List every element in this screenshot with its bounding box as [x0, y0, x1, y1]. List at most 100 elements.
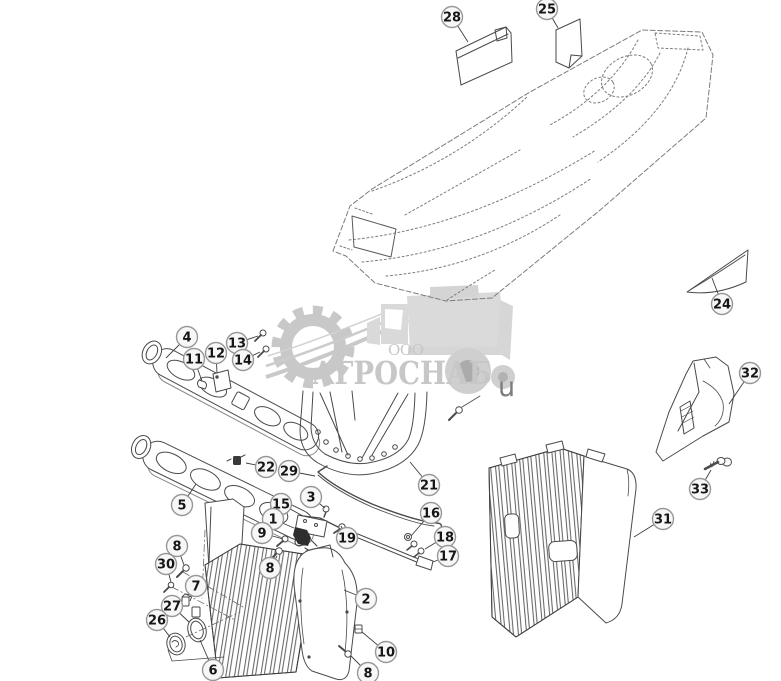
callout-circle: [374, 640, 398, 664]
clip-11: [197, 379, 207, 390]
callout-number: 17: [439, 550, 457, 565]
callout-6[interactable]: 6: [199, 639, 225, 681]
callout-24[interactable]: 24: [710, 277, 734, 316]
callout-circle: [154, 552, 178, 576]
callout-9[interactable]: 9: [250, 521, 284, 545]
screw-8-bottom: [338, 645, 352, 658]
callout-circle: [231, 348, 255, 372]
callout-number: 8: [172, 540, 181, 555]
callout-7[interactable]: 7: [184, 574, 208, 602]
callout-12[interactable]: 12: [204, 341, 228, 374]
callout-17[interactable]: 17: [432, 544, 460, 568]
callout-number: 1: [268, 513, 277, 528]
callout-circle: [182, 347, 206, 371]
callout-number: 12: [207, 347, 225, 362]
hood-drawing: [332, 29, 714, 302]
callout-circle: [651, 507, 675, 531]
callout-8[interactable]: 8: [258, 555, 282, 580]
callout-number: 7: [191, 580, 200, 595]
plate-25: [555, 18, 583, 69]
callout-number: 25: [538, 3, 556, 18]
callout-circle: [354, 587, 378, 611]
callout-circle: [145, 608, 169, 632]
callout-8[interactable]: 8: [350, 655, 380, 681]
callout-number: 3: [306, 491, 315, 506]
callout-30[interactable]: 30: [154, 552, 178, 583]
clip-22: [226, 454, 246, 465]
grille-screen-6: [167, 529, 317, 679]
callout-circle: [335, 526, 359, 550]
callout-circle: [258, 556, 282, 580]
callout-number: 13: [228, 337, 246, 352]
callout-4[interactable]: 4: [165, 325, 199, 359]
callout-number: 14: [234, 354, 252, 369]
callout-number: 4: [182, 331, 191, 346]
callout-number: 22: [257, 461, 275, 476]
callout-circle: [738, 361, 762, 385]
screw-14: [257, 345, 270, 358]
callout-10[interactable]: 10: [361, 631, 398, 664]
callout-13[interactable]: 13: [225, 331, 259, 355]
callout-21[interactable]: 21: [409, 461, 441, 497]
callout-circle: [436, 544, 460, 568]
callout-number: 2: [361, 593, 370, 608]
screw-30: [163, 581, 175, 593]
decal-28: [455, 26, 513, 86]
screw-13: [254, 329, 267, 342]
callout-circle: [440, 5, 464, 29]
watermark: ООО АГРОСНАБ u: [265, 285, 515, 403]
callout-circle: [356, 661, 380, 681]
callout-number: 9: [257, 527, 266, 542]
callout-number: 32: [741, 367, 759, 382]
callout-18[interactable]: 18: [424, 525, 457, 550]
callout-2[interactable]: 2: [343, 587, 378, 611]
callout-circle: [165, 534, 189, 558]
callout-26[interactable]: 26: [145, 608, 171, 638]
panel-2: [293, 544, 358, 681]
callout-33[interactable]: 33: [688, 469, 712, 501]
callout-number: 27: [163, 600, 181, 615]
callout-number: 6: [208, 664, 217, 679]
callout-29[interactable]: 29: [277, 459, 316, 483]
callout-circle: [688, 477, 712, 501]
callout-8[interactable]: 8: [165, 534, 189, 566]
callout-16[interactable]: 16: [410, 501, 443, 537]
callout-number: 19: [338, 532, 356, 547]
watermark-name-text: АГРОСНАБ: [312, 354, 492, 392]
callout-circle: [710, 292, 734, 316]
callout-27[interactable]: 27: [160, 594, 190, 623]
callout-31[interactable]: 31: [633, 507, 675, 538]
callout-3[interactable]: 3: [299, 485, 326, 509]
air-deflector-24: [686, 249, 749, 294]
callout-number: 31: [654, 513, 672, 528]
callout-14[interactable]: 14: [231, 348, 261, 372]
frame-21: [299, 390, 428, 476]
callout-32[interactable]: 32: [728, 361, 762, 405]
clip-10: [354, 624, 363, 634]
callout-number: 21: [420, 479, 438, 494]
callout-circle: [160, 594, 184, 618]
combine-harvester-silhouette: [367, 285, 515, 394]
callout-25[interactable]: 25: [535, 0, 559, 29]
callout-number: 11: [185, 353, 203, 368]
callout-number: 26: [148, 614, 166, 629]
callout-circle: [254, 455, 278, 479]
clips-7: [181, 593, 201, 618]
bracket-32: [655, 356, 735, 462]
callout-19[interactable]: 19: [335, 525, 359, 550]
callout-number: 33: [691, 483, 709, 498]
callout-5[interactable]: 5: [170, 483, 197, 517]
ring-27: [187, 617, 207, 643]
callout-circle: [419, 501, 443, 525]
callout-11[interactable]: 11: [182, 347, 206, 382]
callout-circle: [170, 493, 194, 517]
callout-28[interactable]: 28: [440, 5, 469, 43]
callout-22[interactable]: 22: [245, 455, 278, 479]
callout-circle: [175, 325, 199, 349]
watermark-suffix-text: u: [498, 372, 515, 403]
grille-assembly-31: [488, 440, 637, 638]
callout-circle: [299, 485, 323, 509]
callout-number: 8: [265, 562, 274, 577]
